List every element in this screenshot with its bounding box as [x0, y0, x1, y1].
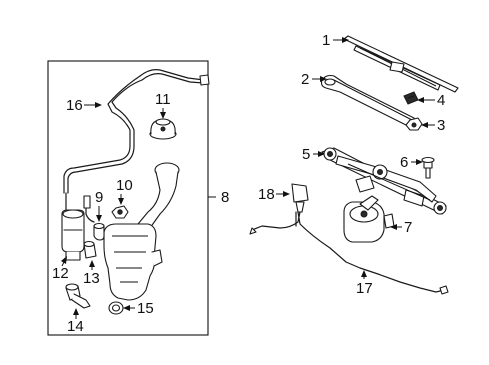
pump-grommet	[93, 222, 105, 241]
callout-10: 10	[116, 177, 133, 194]
wiper-linkage	[321, 147, 447, 215]
callout-5: 5	[302, 146, 310, 163]
callout-1: 1	[322, 32, 330, 49]
callout-2: 2	[301, 71, 309, 88]
seal-grommet	[108, 301, 124, 315]
callout-6: 6	[400, 154, 408, 171]
arm-cap	[403, 91, 419, 105]
callout-8: 8	[221, 189, 229, 206]
washer-hose	[63, 69, 210, 223]
washer-reservoir	[103, 162, 180, 301]
callout-4: 4	[437, 92, 445, 109]
washer-nozzle	[149, 118, 177, 140]
callout-18: 18	[258, 186, 275, 203]
callout-9: 9	[95, 189, 103, 206]
arm-nut	[405, 117, 423, 131]
washer-hose-rear	[249, 211, 449, 295]
wiper-blade	[343, 35, 459, 93]
callout-16: 16	[66, 97, 83, 114]
callout-17: 17	[356, 280, 373, 297]
check-valve	[83, 240, 97, 259]
callout-13: 13	[83, 270, 100, 287]
wiper-motor	[343, 195, 395, 243]
hose-clip	[111, 205, 129, 219]
pivot-bolt	[421, 156, 435, 179]
wiper-arm	[320, 74, 419, 129]
callout-12: 12	[52, 265, 69, 282]
washer-group-box	[47, 60, 209, 336]
level-sensor	[65, 283, 91, 309]
washer-pump	[61, 209, 85, 261]
callout-14: 14	[67, 318, 84, 335]
callout-7: 7	[404, 219, 412, 236]
callout-11: 11	[155, 91, 171, 108]
callout-15: 15	[137, 300, 154, 317]
harness-connector	[291, 183, 309, 213]
callout-3: 3	[437, 117, 445, 134]
